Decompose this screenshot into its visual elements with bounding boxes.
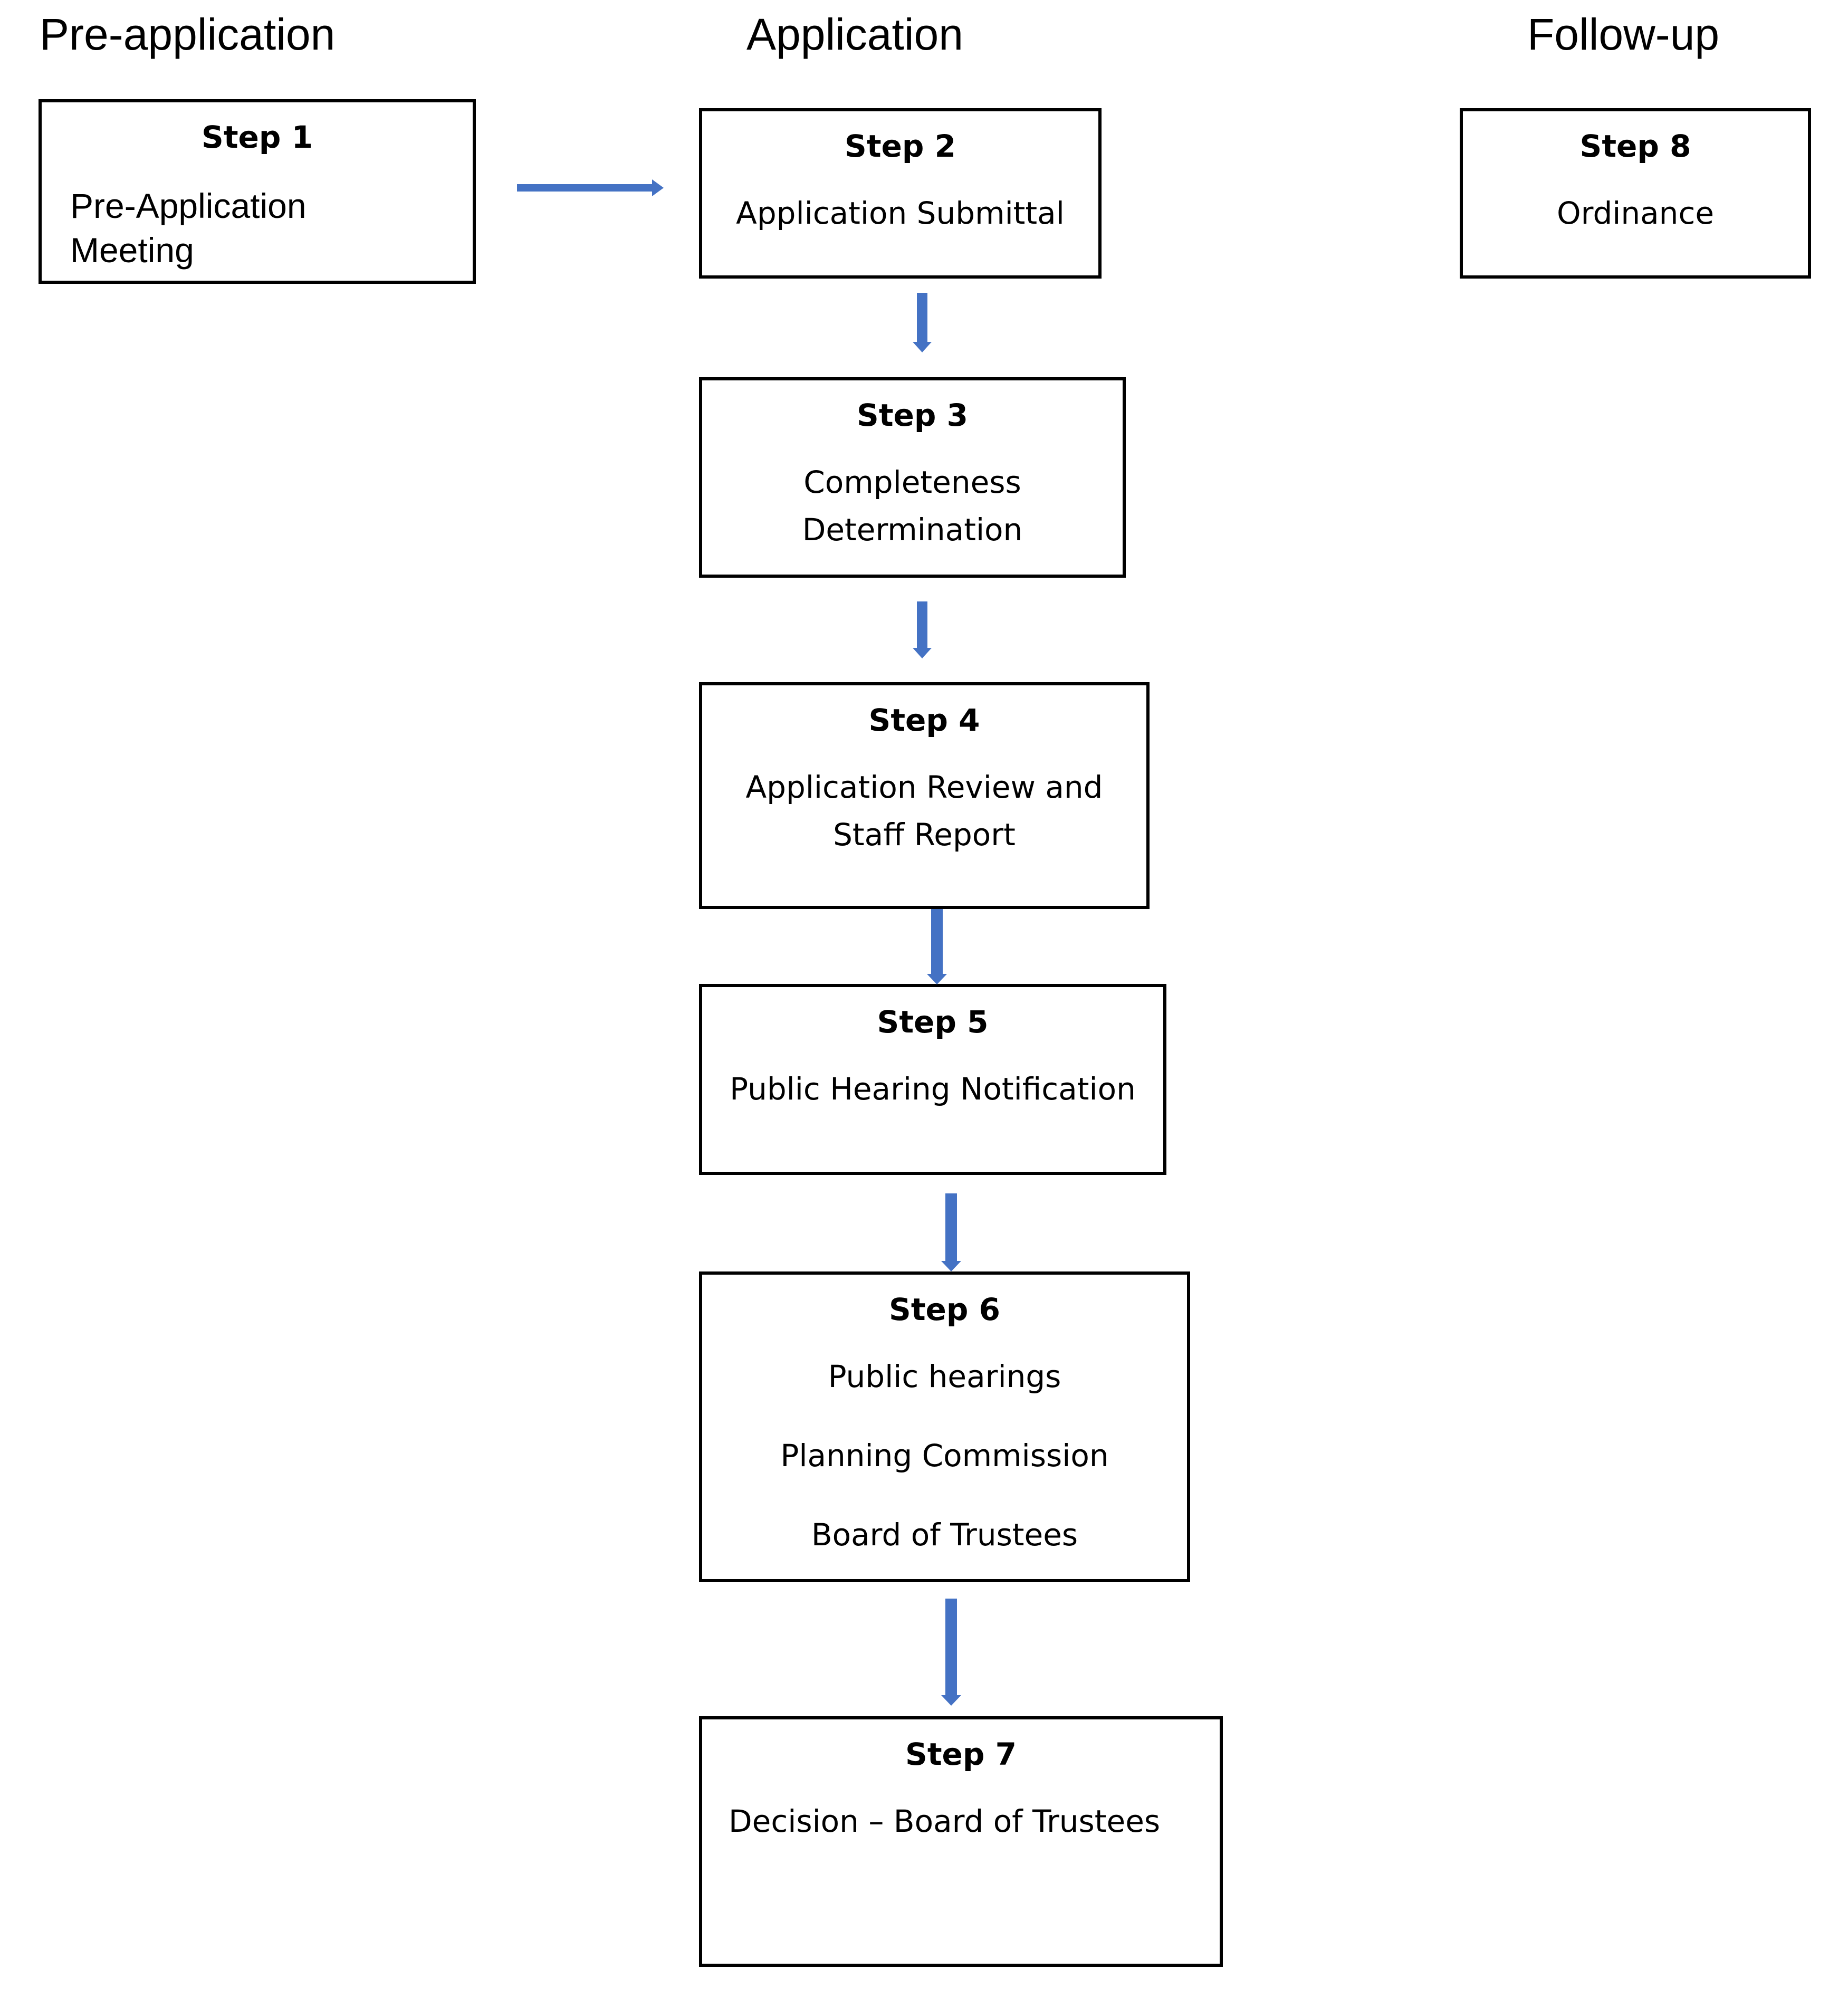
step-3-label: Step 3 (857, 397, 968, 433)
step-1-line-1: Pre-Application (70, 186, 307, 225)
step-8-line-1: Ordinance (1556, 195, 1715, 231)
step-3-box: Step 3 Completeness Determination (699, 377, 1126, 578)
step-1-line-2: Meeting (70, 231, 194, 270)
step-2-box: Step 2 Application Submittal (699, 108, 1102, 279)
step-8-label: Step 8 (1579, 128, 1691, 164)
step-6-line-2: Planning Commission (780, 1438, 1109, 1474)
step-7-box: Step 7 Decision – Board of Trustees (699, 1716, 1223, 1967)
phase-heading-application: Application (746, 9, 963, 59)
step-2-line-1: Application Submittal (736, 195, 1065, 231)
arrow-step-4-to-step-5 (927, 909, 947, 984)
step-3-line-2: Determination (802, 512, 1023, 548)
step-4-line-2: Staff Report (833, 817, 1016, 853)
step-6-line-1: Public hearings (828, 1359, 1061, 1394)
step-6-box: Step 6 Public hearings Planning Commissi… (699, 1271, 1190, 1582)
step-8-box: Step 8 Ordinance (1460, 108, 1811, 279)
arrow-step-1-to-step-2 (517, 179, 664, 196)
step-4-line-1: Application Review and (745, 769, 1103, 805)
step-3-line-1: Completeness (803, 464, 1021, 500)
step-5-box: Step 5 Public Hearing Notification (699, 984, 1166, 1175)
step-1-label: Step 1 (202, 119, 313, 155)
step-2-label: Step 2 (845, 128, 956, 164)
step-6-label: Step 6 (889, 1292, 1000, 1327)
arrow-step-5-to-step-6 (941, 1193, 961, 1271)
arrow-step-3-to-step-4 (913, 601, 932, 658)
phase-heading-pre-application: Pre-application (40, 9, 336, 59)
step-7-line-1: Decision – Board of Trustees (729, 1803, 1161, 1839)
step-6-line-3: Board of Trustees (811, 1517, 1078, 1553)
step-7-label: Step 7 (905, 1736, 1017, 1772)
step-4-label: Step 4 (868, 702, 980, 738)
step-4-box: Step 4 Application Review and Staff Repo… (699, 682, 1150, 909)
step-5-label: Step 5 (877, 1004, 989, 1040)
step-5-line-1: Public Hearing Notification (730, 1071, 1136, 1107)
arrow-step-2-to-step-3 (913, 293, 932, 352)
step-1-box: Step 1 Pre-Application Meeting (39, 99, 476, 284)
arrow-step-6-to-step-7 (941, 1599, 961, 1706)
phase-heading-follow-up: Follow-up (1527, 9, 1720, 59)
